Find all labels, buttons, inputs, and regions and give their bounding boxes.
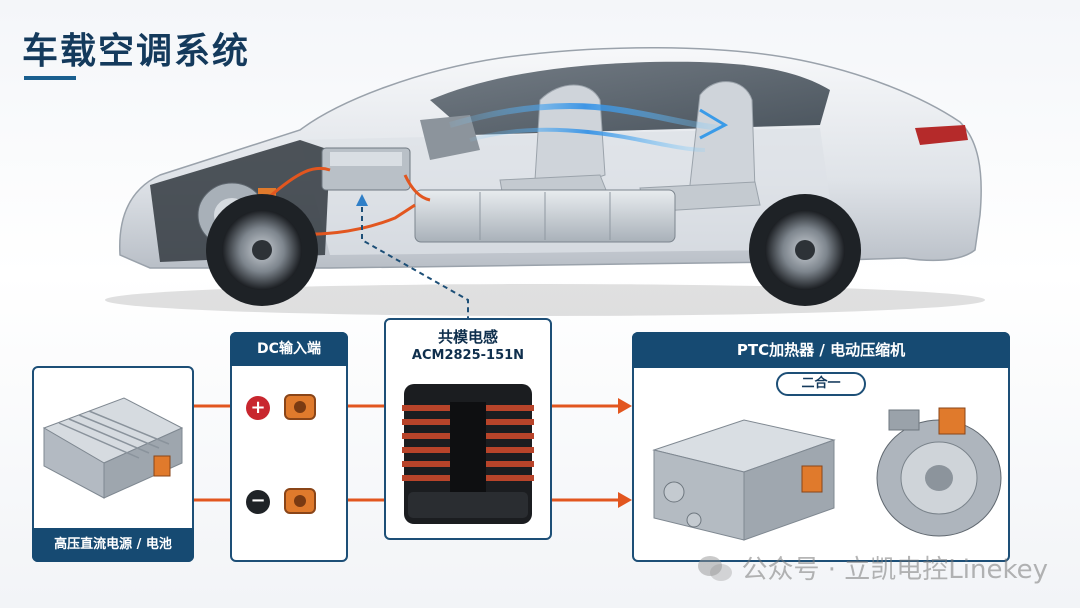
choke-model: ACM2825-151N	[411, 348, 525, 363]
two-in-one-badge: 二合一	[776, 372, 866, 396]
dc-input-box: DC输入端 + −	[230, 332, 348, 562]
plus-connector-icon	[284, 394, 316, 420]
dc-input-label: DC输入端	[230, 332, 348, 366]
title-underline	[24, 76, 76, 80]
power-source-label: 高压直流电源 / 电池	[32, 528, 194, 562]
choke-image	[402, 384, 534, 524]
plus-terminal: +	[246, 396, 270, 420]
minus-terminal: −	[246, 490, 270, 514]
watermark: 公众号 · 立凯电控Linekey	[697, 549, 1049, 586]
plus-sign: +	[250, 397, 266, 418]
watermark-text: 公众号 · 立凯电控Linekey	[741, 555, 1049, 585]
wechat-icon	[697, 554, 734, 582]
ptc-title: PTC加热器 / 电动压缩机	[632, 332, 1010, 368]
choke-box: 共模电感 ACM2825-151N	[384, 318, 552, 540]
minus-sign: −	[250, 490, 266, 511]
minus-connector-icon	[284, 488, 316, 514]
power-source-box: 高压直流电源 / 电池	[32, 366, 194, 562]
ptc-compressor-image	[652, 407, 1002, 541]
ptc-compressor-box: PTC加热器 / 电动压缩机 二合一	[632, 332, 1010, 562]
page-title: 车载空调系统	[22, 31, 251, 72]
power-source-image	[42, 397, 184, 499]
choke-title: 共模电感	[437, 328, 498, 346]
